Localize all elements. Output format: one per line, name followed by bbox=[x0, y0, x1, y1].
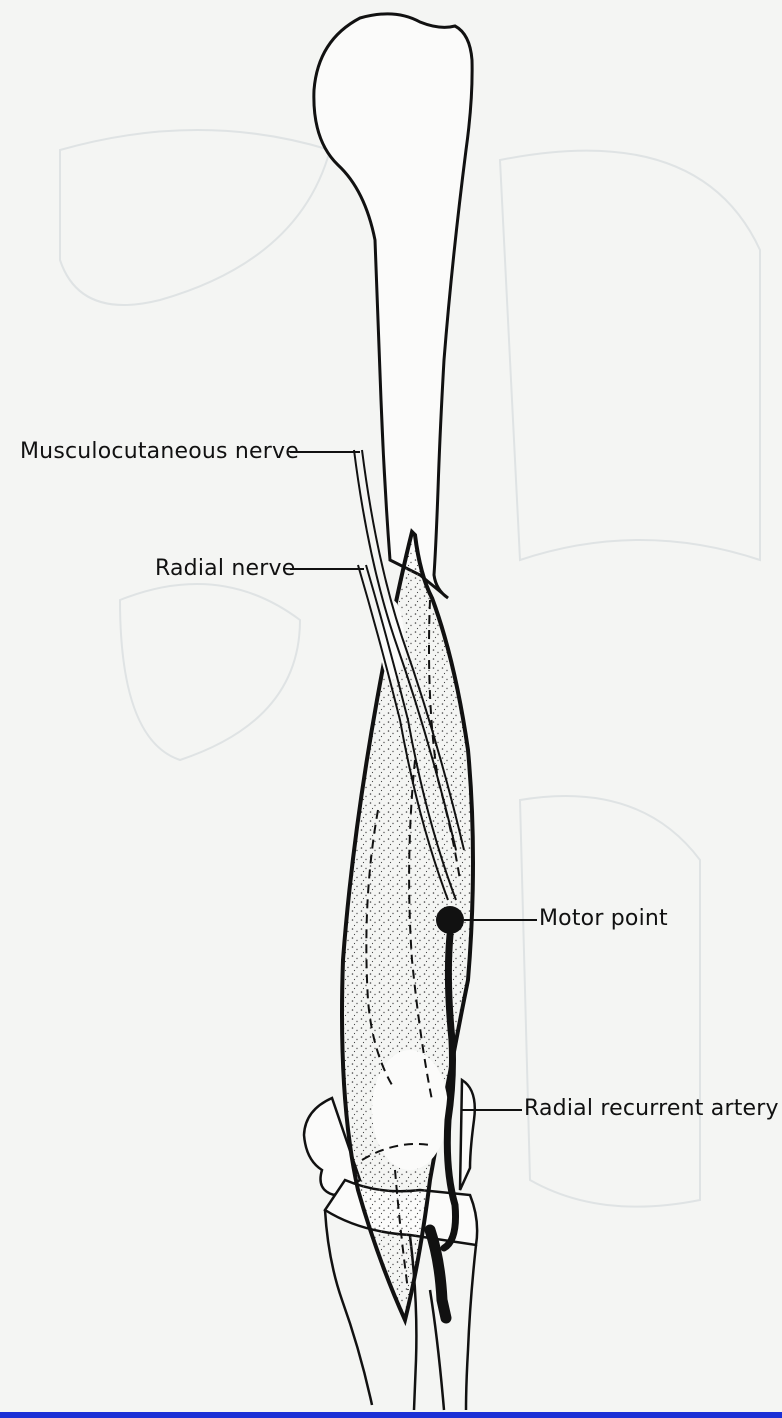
humerus-bone bbox=[314, 14, 472, 598]
bottom-border-bar bbox=[0, 1412, 782, 1418]
motor-point-label: Motor point bbox=[539, 906, 668, 931]
motor-point-dot bbox=[436, 906, 464, 934]
radial-recurrent-artery-label: Radial recurrent artery bbox=[524, 1096, 779, 1121]
musculocutaneous-nerve-label: Musculocutaneous nerve bbox=[20, 439, 299, 464]
radial-nerve-label: Radial nerve bbox=[155, 556, 295, 581]
